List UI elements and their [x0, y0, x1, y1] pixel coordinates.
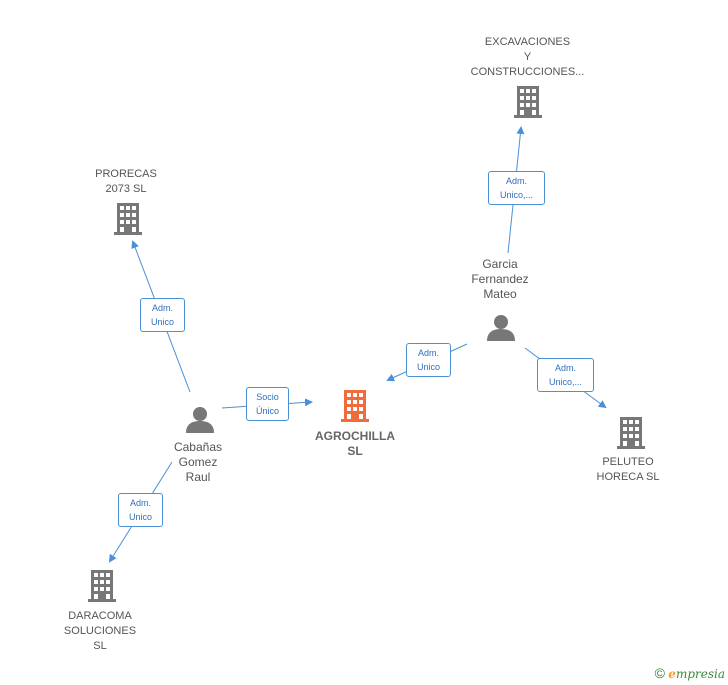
- brand-logo: empresia: [668, 667, 725, 681]
- building-icon[interactable]: [88, 570, 116, 602]
- node-label-agrochilla[interactable]: AGROCHILLA SL: [315, 429, 395, 458]
- edge-label-cabanas-daracoma[interactable]: Adm. Unico: [118, 493, 163, 527]
- node-label-excavaciones[interactable]: EXCAVACIONES Y CONSTRUCCIONES...: [470, 36, 585, 78]
- edge-label-garcia-agrochilla[interactable]: Adm. Unico: [406, 343, 451, 377]
- footer-brand[interactable]: © empresia: [655, 665, 725, 681]
- building-icon[interactable]: [514, 86, 542, 118]
- building-icon[interactable]: [617, 417, 645, 449]
- edge-label-garcia-peluteo[interactable]: Adm. Unico,...: [537, 358, 594, 392]
- node-label-cabanas[interactable]: Cabañas Gomez Raul: [173, 440, 223, 484]
- edge-label-cabanas-prorecas[interactable]: Adm. Unico: [140, 298, 185, 332]
- building-icon[interactable]: [114, 203, 142, 235]
- node-label-peluteo[interactable]: PELUTEO HORECA SL: [596, 456, 660, 483]
- building-icon[interactable]: [341, 390, 369, 422]
- node-label-garcia[interactable]: Garcia Fernandez Mateo: [471, 257, 529, 301]
- person-icon[interactable]: [186, 407, 214, 433]
- node-label-daracoma[interactable]: DARACOMA SOLUCIONES SL: [63, 610, 137, 652]
- person-icon[interactable]: [487, 315, 515, 341]
- copyright-icon: ©: [654, 665, 665, 681]
- node-label-prorecas[interactable]: PRORECAS 2073 SL: [95, 168, 157, 195]
- edge-label-garcia-excavaciones[interactable]: Adm. Unico,...: [488, 171, 545, 205]
- edge-label-cabanas-agrochilla[interactable]: Socio Único: [246, 387, 289, 421]
